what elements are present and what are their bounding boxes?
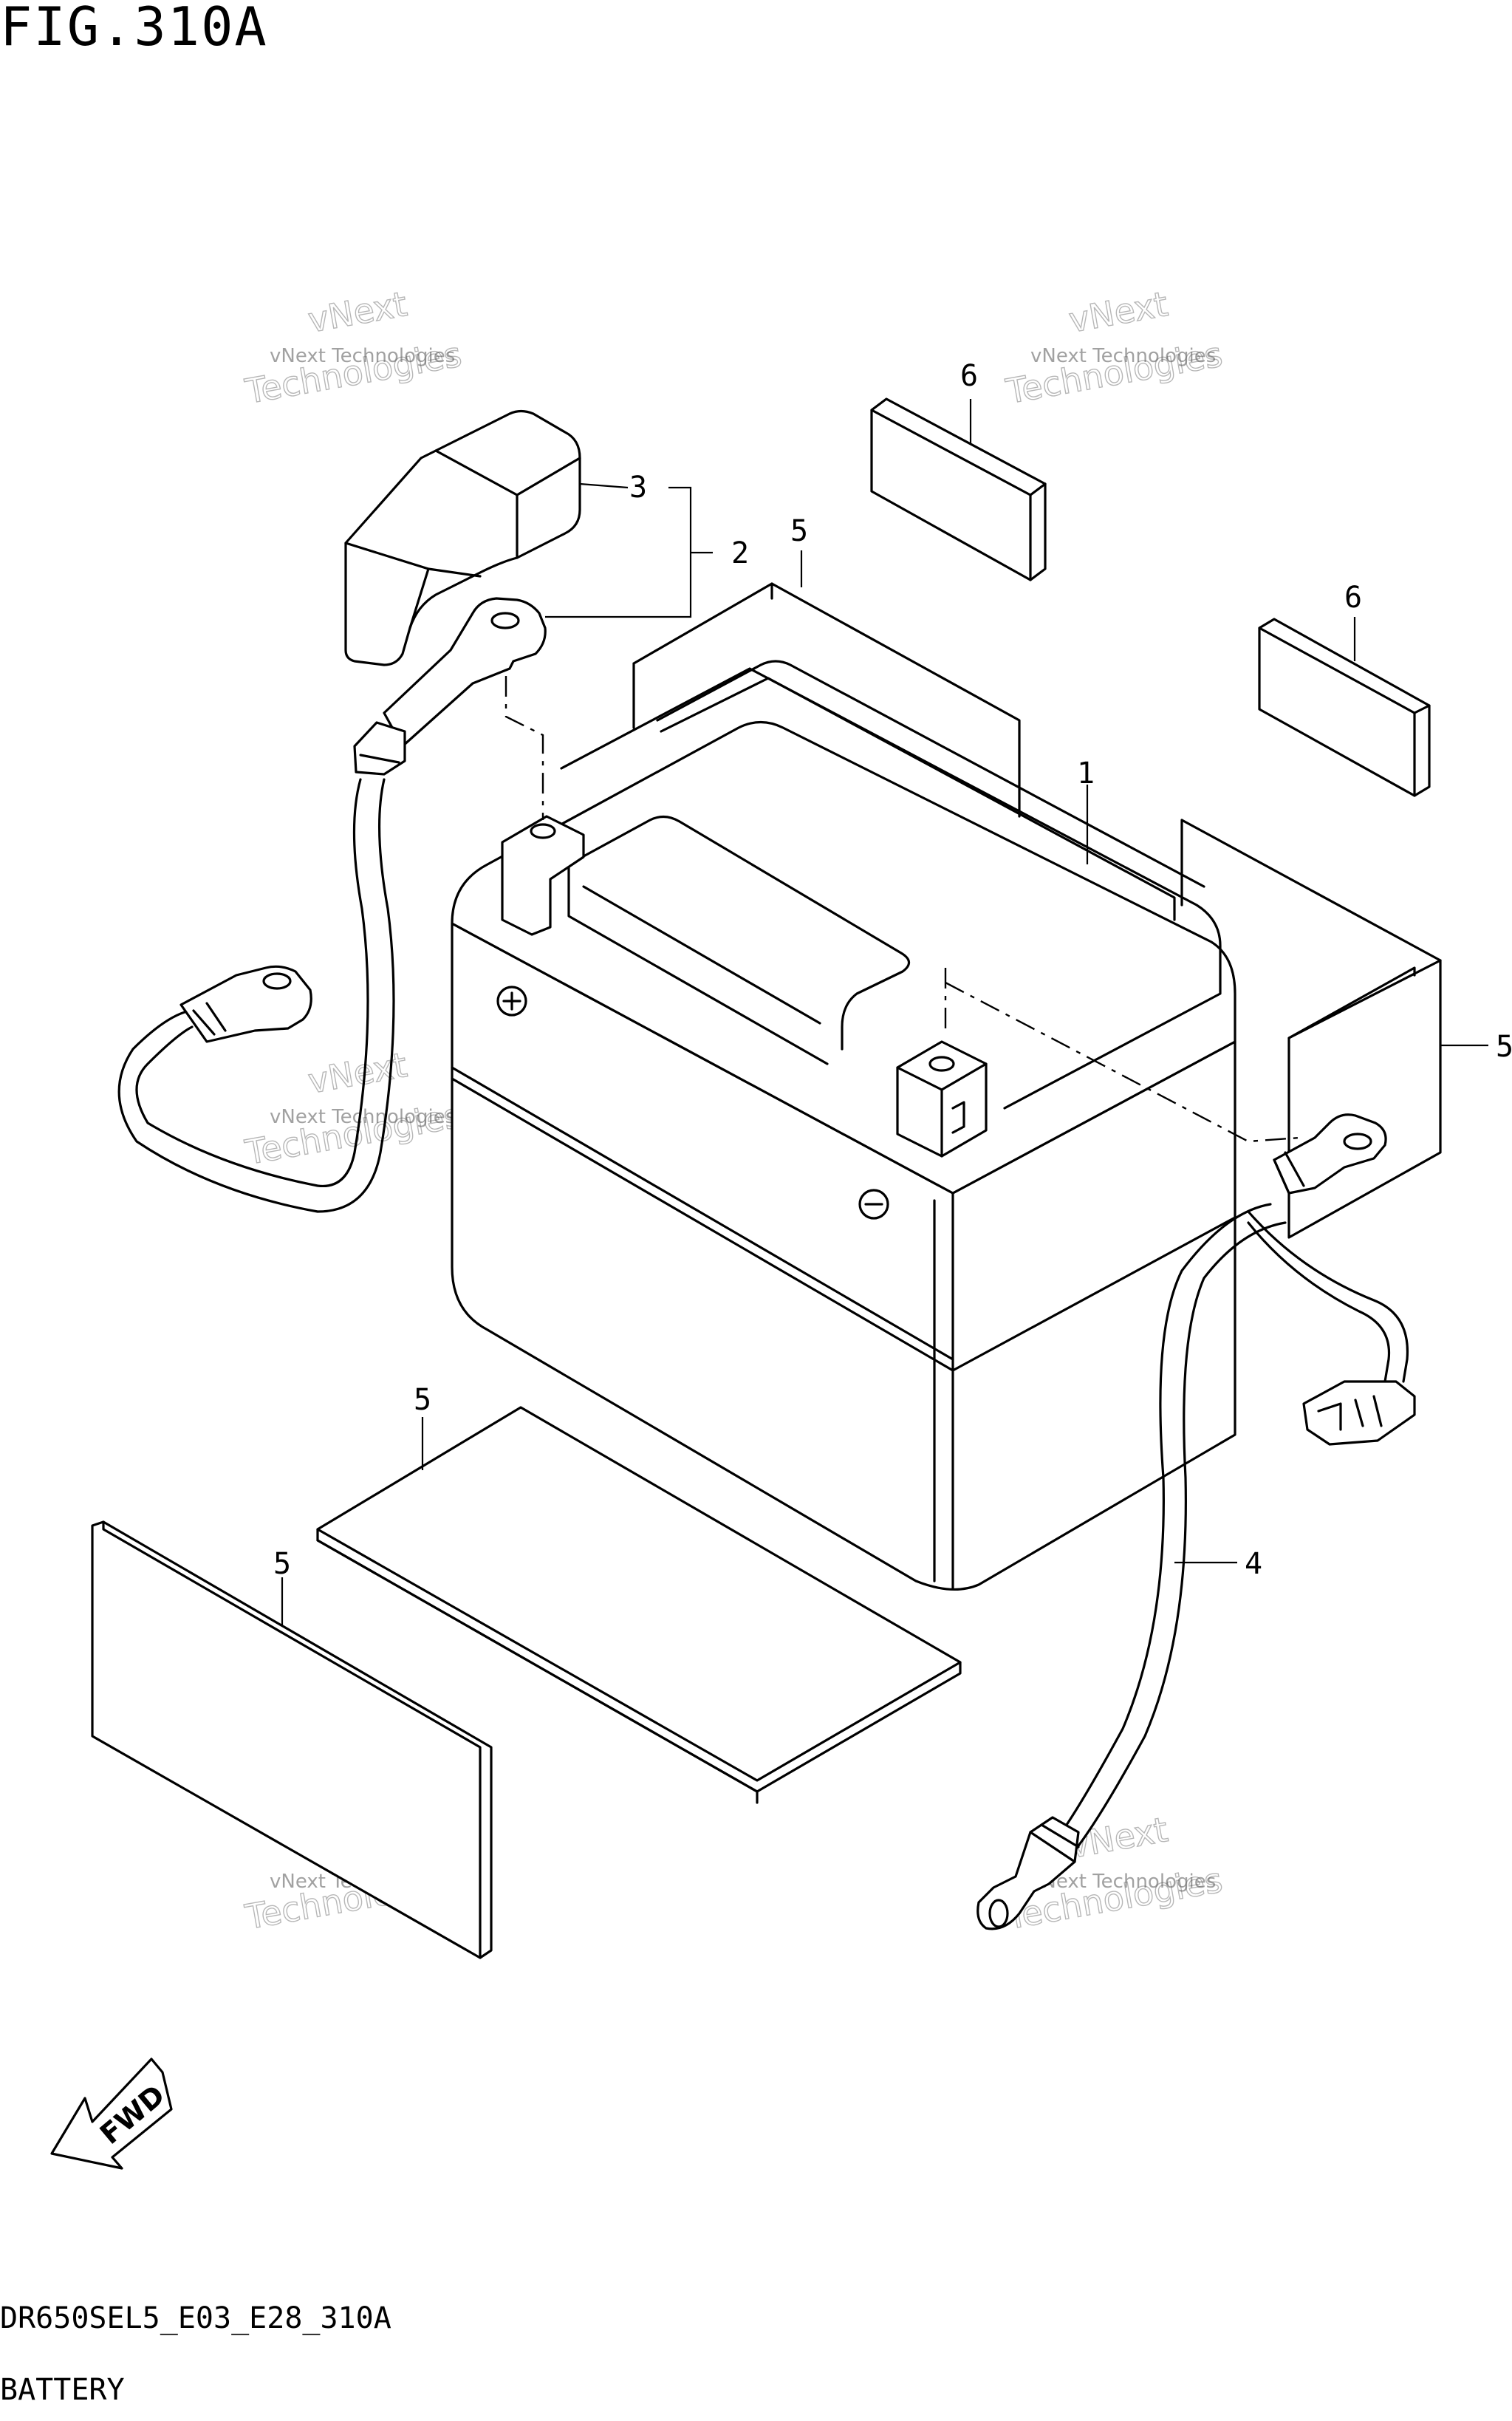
- figure-title: FIG.310A: [0, 0, 268, 58]
- watermark-top-left: vNext Technologies vNext Technologies: [242, 284, 465, 412]
- part-4-negative-cable: [976, 1113, 1416, 1930]
- callout-6-lower: 6: [1344, 581, 1362, 615]
- part-5-front-pad: [91, 1520, 493, 1959]
- watermark-top-right: vNext Technologies vNext Technologies: [1002, 284, 1226, 412]
- watermark-text: vNext: [1066, 284, 1171, 341]
- negative-mark: [858, 1189, 889, 1220]
- callout-1: 1: [1077, 757, 1095, 791]
- part-5-back-pad: [632, 582, 1021, 818]
- positive-mark: [496, 986, 527, 1017]
- part-1-battery: [451, 660, 1301, 1591]
- callout-5-front: 5: [273, 1547, 291, 1581]
- figure-code: DR650SEL5_E03_E28_310A: [0, 2301, 391, 2335]
- part-3-terminal-cover: [344, 409, 581, 666]
- watermark-text: vNext Technologies: [1030, 345, 1216, 367]
- watermark-text: vNext: [305, 284, 410, 341]
- callout-4: 4: [1245, 1547, 1262, 1581]
- watermark-text: vNext: [305, 1045, 410, 1102]
- fwd-arrow-icon: FWD: [50, 2058, 173, 2170]
- callout-5-right: 5: [1496, 1030, 1512, 1064]
- callout-numbers: 3 2 5 6 6 1 5 4 5 5: [273, 359, 1512, 1581]
- callout-3: 3: [629, 471, 647, 505]
- callout-5-top: 5: [790, 514, 808, 548]
- part-2-positive-cable: [117, 597, 547, 1213]
- callout-5-tray: 5: [414, 1383, 431, 1417]
- figure-name: BATTERY: [0, 2373, 125, 2407]
- part-5-bottom-pad: [316, 1406, 962, 1804]
- watermark-mid-left: vNext Technologies vNext Technologies: [242, 1045, 465, 1173]
- part-6-upper-pad: [870, 397, 1047, 581]
- callout-2: 2: [731, 536, 749, 570]
- watermark-text: vNext Technologies: [270, 1106, 455, 1128]
- watermark-text: vNext: [1066, 1809, 1171, 1866]
- callout-6-upper: 6: [960, 359, 978, 393]
- callout-leaders: [281, 399, 1488, 1625]
- watermark-text: vNext Technologies: [270, 345, 455, 367]
- part-6-lower-pad: [1258, 618, 1431, 797]
